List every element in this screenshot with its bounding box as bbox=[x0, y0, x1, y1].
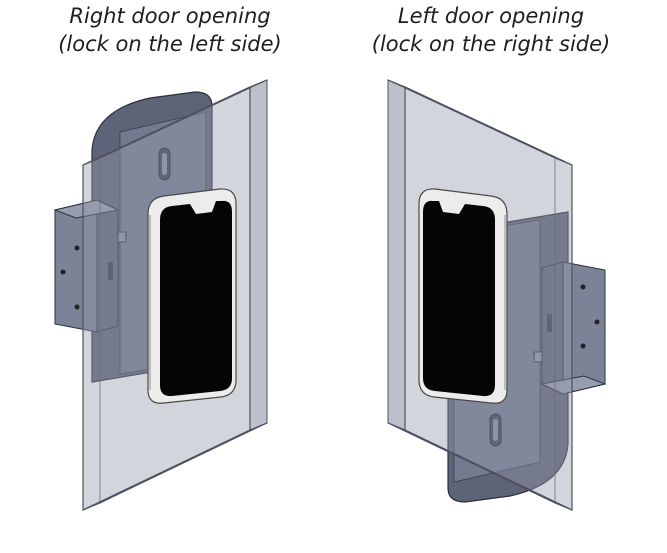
caption-subtitle: (lock on the left side) bbox=[58, 32, 282, 56]
keypad bbox=[418, 187, 508, 405]
caption-left-door-opening: Left door opening (lock on the right sid… bbox=[331, 2, 651, 58]
caption-subtitle: (lock on the right side) bbox=[371, 32, 611, 56]
caption-right-door-opening: Right door opening (lock on the left sid… bbox=[10, 2, 330, 58]
caption-title: Left door opening bbox=[397, 4, 585, 28]
keypad bbox=[147, 187, 237, 405]
caption-title: Right door opening bbox=[69, 4, 271, 28]
right-door-illustration bbox=[54, 79, 268, 511]
left-door-illustration bbox=[387, 79, 606, 511]
